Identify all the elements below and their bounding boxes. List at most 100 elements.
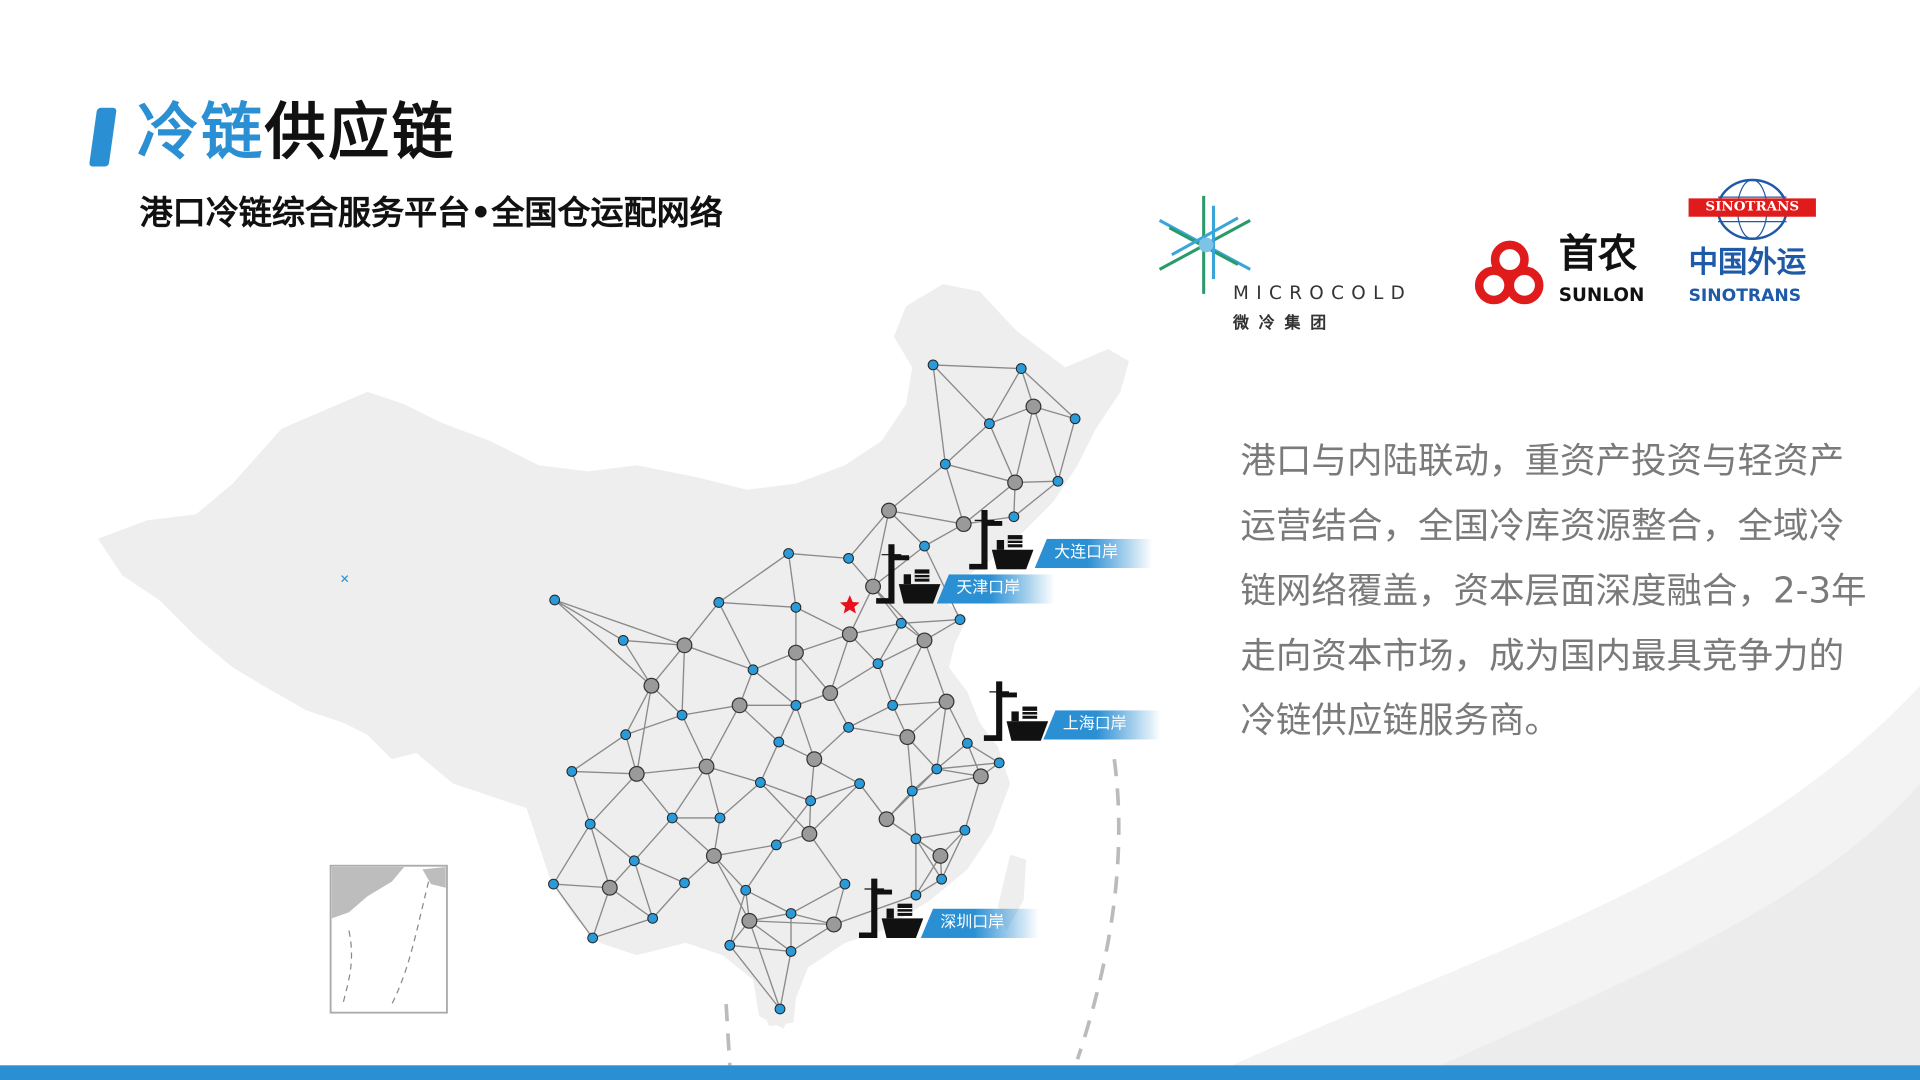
network-link bbox=[729, 944, 792, 953]
network-link bbox=[810, 783, 860, 802]
network-link bbox=[988, 368, 1022, 425]
network-link bbox=[795, 633, 851, 654]
network-link bbox=[671, 817, 715, 857]
port-crane-ship-icon bbox=[874, 542, 941, 608]
city-node bbox=[936, 873, 948, 885]
city-node bbox=[1008, 511, 1020, 523]
network-link bbox=[571, 771, 591, 825]
network-link bbox=[808, 833, 846, 885]
network-link bbox=[888, 509, 964, 525]
network-link bbox=[872, 545, 925, 588]
city-node bbox=[939, 458, 951, 470]
network-link bbox=[729, 944, 781, 1010]
network-link bbox=[683, 602, 720, 646]
network-link bbox=[650, 644, 686, 687]
sinotrans-en: SINOTRANS bbox=[1688, 286, 1802, 307]
city-node bbox=[666, 812, 678, 824]
network-link bbox=[671, 766, 708, 819]
south-china-sea-inset bbox=[329, 864, 448, 1014]
network-link bbox=[888, 463, 946, 512]
city-node bbox=[790, 699, 802, 711]
hub-node bbox=[865, 578, 882, 595]
network-link bbox=[933, 364, 1022, 370]
network-link bbox=[872, 586, 925, 641]
city-node bbox=[954, 614, 966, 625]
network-link bbox=[739, 704, 780, 743]
hub-node bbox=[825, 916, 842, 933]
hub-node bbox=[705, 847, 722, 864]
network-link bbox=[944, 463, 965, 525]
hub-node bbox=[731, 697, 748, 714]
port-label: 天津口岸 bbox=[936, 574, 1055, 604]
city-node bbox=[617, 635, 629, 646]
sunlon-logo: 首农 SUNLON bbox=[1473, 231, 1657, 315]
hub-node bbox=[787, 644, 804, 661]
network-link bbox=[877, 663, 894, 706]
sinotrans-badge: SINOTRANS bbox=[1705, 198, 1800, 215]
network-link bbox=[963, 481, 1016, 525]
network-link bbox=[944, 423, 990, 465]
network-link bbox=[808, 783, 861, 835]
city-node bbox=[785, 946, 797, 957]
network-link bbox=[872, 510, 890, 587]
port-crane-ship-icon bbox=[967, 508, 1034, 574]
city-node bbox=[854, 778, 865, 790]
network-link bbox=[552, 883, 594, 939]
network-link bbox=[936, 742, 968, 770]
port-label: 上海口岸 bbox=[1043, 710, 1161, 740]
sunlon-en: SUNLON bbox=[1558, 284, 1645, 307]
network-link bbox=[718, 552, 789, 604]
network-link bbox=[790, 923, 835, 952]
city-node bbox=[770, 839, 782, 851]
network-link bbox=[684, 644, 754, 671]
network-link bbox=[945, 463, 1016, 484]
city-node bbox=[713, 597, 725, 608]
network-link bbox=[745, 844, 777, 891]
sinotrans-cn: 中国外运 bbox=[1688, 244, 1807, 280]
network-link bbox=[652, 882, 685, 919]
hub-node bbox=[972, 768, 989, 785]
city-node bbox=[887, 699, 899, 711]
hub-node bbox=[841, 626, 858, 643]
capital-star-icon bbox=[840, 595, 860, 614]
city-node bbox=[774, 1003, 786, 1015]
network-link bbox=[911, 790, 917, 839]
network-link bbox=[848, 704, 893, 728]
title-rest: 供应链 bbox=[264, 96, 456, 168]
city-node bbox=[1052, 475, 1064, 487]
network-link bbox=[718, 602, 754, 671]
network-link bbox=[760, 781, 811, 802]
network-link bbox=[888, 510, 925, 547]
network-link bbox=[718, 601, 796, 609]
network-link bbox=[622, 640, 653, 687]
city-node bbox=[747, 664, 759, 676]
page-subtitle: 港口冷链综合服务平台•全国仓运配网络 bbox=[139, 194, 723, 233]
hub-node bbox=[628, 765, 645, 782]
network-link bbox=[941, 829, 966, 880]
city-node bbox=[628, 855, 640, 867]
hub-node bbox=[881, 502, 897, 519]
network-link bbox=[788, 552, 849, 560]
network-link bbox=[778, 705, 797, 743]
city-node bbox=[993, 757, 1005, 769]
network-link bbox=[713, 844, 777, 857]
city-node bbox=[984, 418, 995, 430]
network-link bbox=[759, 741, 780, 783]
network-link bbox=[1032, 406, 1059, 482]
network-link bbox=[719, 781, 761, 819]
network-link bbox=[912, 775, 981, 792]
network-link bbox=[829, 663, 879, 694]
city-node bbox=[843, 721, 854, 733]
microcold-en: MICROCOLD bbox=[1233, 281, 1413, 304]
network-link bbox=[571, 734, 627, 772]
network-link bbox=[609, 887, 654, 919]
hub-node bbox=[878, 811, 895, 828]
hub-node bbox=[822, 685, 839, 702]
network-link bbox=[748, 920, 781, 1010]
network-link bbox=[553, 883, 610, 889]
network-link bbox=[915, 829, 966, 840]
network-link bbox=[681, 714, 708, 767]
network-link bbox=[745, 889, 792, 915]
